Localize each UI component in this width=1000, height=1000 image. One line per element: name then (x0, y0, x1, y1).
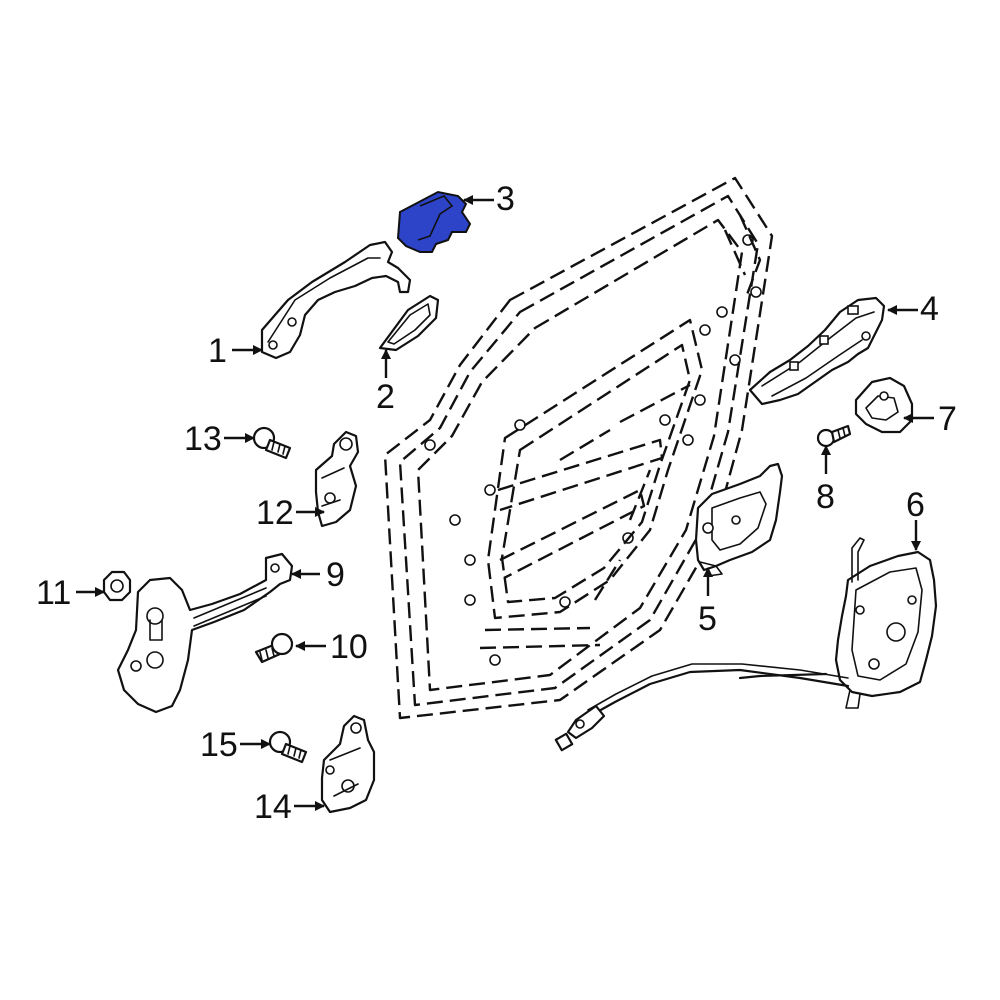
callout-arrows (76, 195, 934, 811)
door-latch-actuator (554, 537, 938, 752)
callout-12: 12 (256, 494, 294, 532)
callout-labels: 1 2 3 4 5 6 7 8 9 10 11 12 13 14 15 (36, 180, 957, 826)
callout-2: 2 (376, 378, 395, 416)
callout-4: 4 (920, 290, 939, 328)
handle-cover-highlighted (396, 190, 472, 253)
lower-hinge (320, 714, 376, 814)
hinge-bolt-lower (268, 730, 308, 764)
outside-door-handle (260, 240, 412, 360)
callout-6: 6 (906, 486, 925, 524)
callout-11: 11 (36, 574, 71, 612)
callout-15: 15 (200, 726, 238, 764)
striker-screw (816, 424, 852, 448)
hinge-bolt-upper (252, 426, 292, 460)
callout-5: 5 (698, 600, 717, 638)
check-bolt (254, 632, 294, 664)
callout-3: 3 (496, 180, 515, 218)
handle-gasket (378, 294, 440, 352)
door-check (116, 552, 294, 714)
callout-13: 13 (184, 420, 222, 458)
hex-nut (102, 570, 132, 602)
callout-14: 14 (254, 788, 292, 826)
callout-7: 7 (938, 400, 957, 438)
callout-10: 10 (330, 628, 368, 666)
callout-9: 9 (326, 556, 345, 594)
inside-door-handle (694, 462, 784, 577)
door-striker (854, 376, 914, 434)
callout-1: 1 (208, 332, 227, 370)
door-panel-outline (383, 176, 774, 720)
handle-bracket (748, 296, 886, 406)
callout-8: 8 (816, 478, 835, 516)
